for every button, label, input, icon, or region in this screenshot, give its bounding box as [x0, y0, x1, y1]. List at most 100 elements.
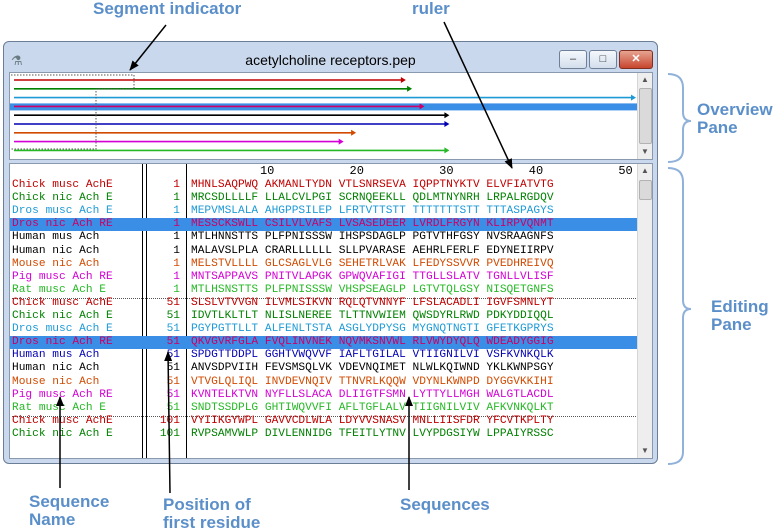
- sequence-name[interactable]: Dros musc Ach É: [12, 205, 113, 218]
- sequence-residues[interactable]: MESSCKSWLL CSILVLVAFS LVSASEDEER LVRDLFR…: [191, 218, 554, 231]
- sequence-name[interactable]: Dros nic Ach RÉ: [12, 336, 113, 349]
- sequence-residues[interactable]: MELSTVLLLL GLCSAGLVLG SEHETRLVAK LFEDYSS…: [191, 257, 554, 270]
- sequence-name[interactable]: Chick nic Ach É: [12, 427, 113, 440]
- sequence-name[interactable]: Chick musc AchÉ: [12, 179, 113, 191]
- scroll-down-arrow-icon[interactable]: ▼: [641, 147, 649, 156]
- sequence-row[interactable]: Chick musc AchÉ 51 SLSLVTVVGN ILVMLSIKVN R…: [10, 297, 638, 310]
- sequence-row[interactable]: Pig musc Ach RÉ 51 KVNTELKTVN NYFLLSLACA D…: [10, 389, 638, 402]
- column-divider[interactable]: [186, 164, 187, 458]
- sequence-residues[interactable]: MTLHSNSTTS PLFPNISSSW VHSPSEAGLP LGTVTQL…: [191, 283, 554, 296]
- column-divider[interactable]: [142, 164, 143, 458]
- sequence-name[interactable]: Human mus Ach: [12, 231, 100, 244]
- sequence-name[interactable]: Chick nic Ach É: [12, 310, 113, 322]
- window-title: acetylcholine receptors.pep: [245, 52, 416, 68]
- sequence-name[interactable]: Rat musc Ach É: [12, 283, 106, 296]
- editing-scrollbar[interactable]: ▲ ▼: [637, 164, 652, 458]
- first-residue-position: 1: [173, 205, 180, 218]
- overview-line-arrowhead: [338, 138, 344, 145]
- overview-scroll-thumb[interactable]: [639, 88, 652, 144]
- sequence-name[interactable]: Pig musc Ach RÉ: [12, 388, 113, 401]
- maximize-button[interactable]: □: [589, 50, 617, 69]
- block-separator: [12, 415, 636, 417]
- sequence-name[interactable]: Chick musc AchÉ: [12, 296, 113, 309]
- overview-line-arrowhead: [419, 103, 425, 110]
- sequence-name[interactable]: Human nic Ach: [12, 362, 100, 375]
- sequence-residues[interactable]: MEPVMSLALA AHGPPSILEP LFRTVTTSTT TTTTTTT…: [191, 205, 554, 218]
- first-residue-position: 51: [166, 375, 180, 388]
- sequence-residues[interactable]: VTVGLQLIQL INVDEVNQIV TTNVRLKQQW VDYNLKW…: [191, 375, 554, 388]
- sequence-residues[interactable]: MALAVSLPLA CRARLLLLLL SLLPVARASE AEHRLFE…: [191, 244, 554, 257]
- scroll-down-arrow-icon[interactable]: ▼: [641, 446, 649, 455]
- sequence-residues[interactable]: MRCSDLLLLF LLALCVLPGI SCRNQEEKLL QDLMTNY…: [191, 192, 554, 205]
- first-residue-position: 101: [159, 427, 180, 440]
- sequence-name[interactable]: Human mus Ach: [12, 349, 100, 362]
- sequence-residues[interactable]: KVNTELKTVN NYFLLSLACA DLIIGTFSMN LYTTYLL…: [191, 388, 554, 401]
- sequence-name[interactable]: Human nic Ach: [12, 244, 100, 257]
- sequence-name[interactable]: Chick nic Ach É: [12, 192, 113, 205]
- app-window: ⚗ acetylcholine receptors.pep – □ ✕ ▲ ▼ …: [3, 41, 658, 464]
- sequence-name[interactable]: Chick musc AchÉ: [12, 414, 113, 427]
- column-divider[interactable]: [146, 164, 147, 458]
- overview-scrollbar[interactable]: ▲ ▼: [637, 73, 652, 159]
- first-residue-position: 51: [166, 388, 180, 401]
- sequence-residues[interactable]: VYIIKGYWPL GAVVCDLWLA LDYVVSNASV MNLLIIS…: [191, 414, 554, 427]
- block-separator: [12, 297, 636, 299]
- segment-indicator[interactable]: [11, 74, 135, 150]
- sequence-residues[interactable]: SPDGTTDDPL GGHTVWQVVF IAFLTGILAL VTIIGNI…: [191, 349, 554, 362]
- ruler-tick-label: 10: [259, 164, 275, 178]
- sequence-residues[interactable]: QKVGVRFGLA FVQLINVNEK NQVMKSNVWL RLVWYDY…: [191, 336, 554, 349]
- sequence-residues[interactable]: SLSLVTVVGN ILVMLSIKVN RQLQTVNNYF LFSLACA…: [191, 296, 554, 309]
- sequence-residues[interactable]: MNTSAPPAVS PNITVLAPGK GPWQVAFIGI TTGLLSL…: [191, 270, 554, 283]
- first-residue-position: 1: [173, 218, 180, 231]
- sequence-row[interactable]: Dros nic Ach RÉ 51 QKVGVRFGLA FVQLINVNEK N…: [10, 336, 638, 350]
- first-residue-position: 51: [166, 310, 180, 322]
- sequence-name[interactable]: Rat musc Ach É: [12, 401, 106, 414]
- sequence-row[interactable]: Chick nic Ach É 101 RVPSAMVWLP DIVLENNIDG …: [10, 428, 638, 441]
- sequence-residues[interactable]: RVPSAMVWLP DIVLENNIDG TFEITLYTNV LVYPDGS…: [191, 427, 554, 440]
- overview-line-arrowhead: [444, 121, 450, 127]
- minimize-button[interactable]: –: [559, 50, 587, 69]
- overview-line-arrowhead: [351, 129, 357, 136]
- scroll-up-arrow-icon[interactable]: ▲: [641, 75, 649, 84]
- sequence-residues[interactable]: MTLHNNSTTS PLFPNISSSW IHSPSDAGLP PGTVTHF…: [191, 231, 554, 244]
- sequence-residues[interactable]: SNDTSSDPLG GHTIWQVVFI AFLTGFLALV TIIGNIL…: [191, 401, 554, 414]
- ruler-callout: ruler: [412, 0, 450, 18]
- overview-pane[interactable]: ▲ ▼: [9, 72, 653, 160]
- title-bar[interactable]: ⚗ acetylcholine receptors.pep – □ ✕: [4, 42, 657, 74]
- sequence-row[interactable]: Dros musc Ach É 1 MEPVMSLALA AHGPPSILEP LF…: [10, 205, 638, 218]
- editing-scroll-thumb[interactable]: [639, 180, 652, 200]
- sequence-name[interactable]: Mouse nic Ach: [12, 257, 100, 270]
- sequence-name[interactable]: Pig musc Ach RÉ: [12, 270, 113, 283]
- sequence-residues[interactable]: ANVSDPVIIH FEVSMSQLVK VDEVNQIMET NLWLKQI…: [191, 362, 554, 375]
- sequence-row[interactable]: Chick nic Ach É 51 IDVTLKLTLT NLISLNEREE T…: [10, 310, 638, 323]
- flask-icon: ⚗: [11, 53, 23, 68]
- segment-indicator-callout: Segment indicator: [93, 0, 242, 18]
- first-residue-position: 51: [166, 336, 180, 349]
- sequence-row[interactable]: Dros nic Ach RÉ 1 MESSCKSWLL CSILVLVAFS LV…: [10, 218, 638, 232]
- sequence-residues[interactable]: IDVTLKLTLT NLISLNEREE TLTTNVWIEM QWSDYRL…: [191, 310, 554, 322]
- close-button[interactable]: ✕: [619, 50, 653, 69]
- sequence-residues[interactable]: PGYPGTTLLT ALFENLTSTA ASGLYDPYSG MYGNQTN…: [191, 323, 554, 336]
- sequence-name[interactable]: Mouse nic Ach: [12, 375, 100, 388]
- ruler-tick-label: 20: [349, 164, 364, 178]
- sequence-name[interactable]: Dros nic Ach RÉ: [12, 218, 113, 231]
- sequence-row[interactable]: Mouse nic Ach 51 VTVGLQLIQL INVDEVNQIV TTN…: [10, 376, 638, 389]
- sequence-residues[interactable]: MHNLSAQPWQ AKMANLTYDN VTLSNRSEVA IQPPTNY…: [191, 179, 554, 191]
- scroll-up-arrow-icon[interactable]: ▲: [641, 166, 649, 175]
- first-residue-position: 51: [166, 296, 180, 309]
- overview-map[interactable]: [10, 73, 638, 159]
- sequence-name[interactable]: Dros musc Ach É: [12, 323, 113, 336]
